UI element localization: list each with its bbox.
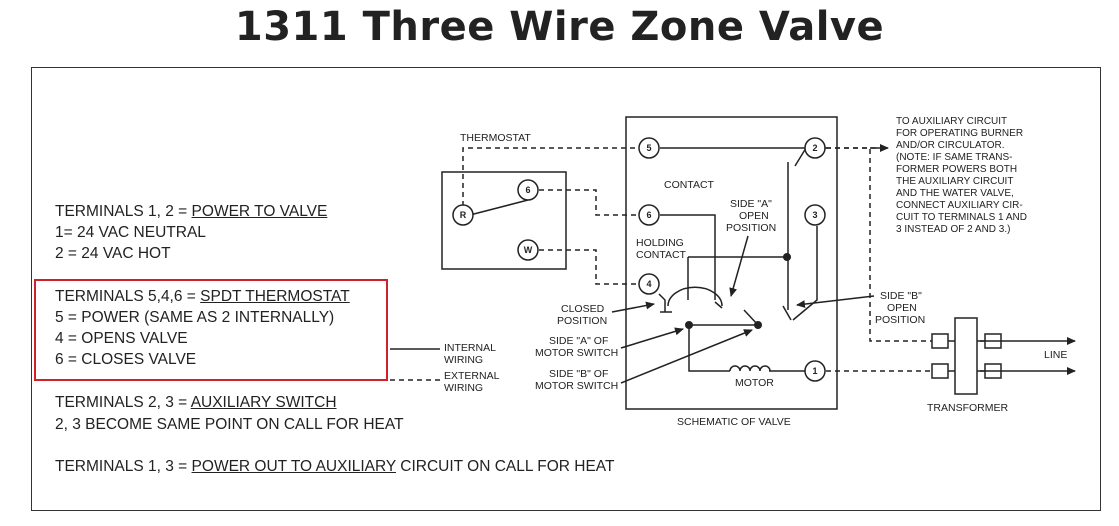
aux-note-line: (NOTE: IF SAME TRANS- [896, 152, 1013, 163]
thermostat-terminal-w: W [517, 239, 539, 261]
highlight-box [34, 279, 388, 381]
valve-internal-wiring [658, 147, 826, 372]
terminal-5: 5 [638, 137, 660, 159]
legend-terminals-1-3: TERMINALS 1, 3 = POWER OUT TO AUXILIARY … [55, 458, 614, 476]
legend-spdt-thermostat: SPDT THERMOSTAT [200, 288, 350, 305]
side-b-open-label: SIDE "B" [880, 290, 922, 302]
aux-note-line: FORMER POWERS BOTH [896, 164, 1017, 175]
schematic-label: SCHEMATIC OF VALVE [677, 416, 791, 428]
motor-coil [729, 365, 771, 372]
transformer [931, 317, 1002, 395]
terminal-6: 6 [638, 204, 660, 226]
external-wiring-label: EXTERNAL [444, 370, 500, 382]
terminal-1: 1 [804, 360, 826, 382]
legend-power-to-valve: POWER TO VALVE [191, 203, 328, 220]
legend-terminals-2-3: TERMINALS 2, 3 = AUXILIARY SWITCH [55, 394, 337, 412]
legend-prefix: TERMINALS 1, 2 = [55, 203, 192, 220]
thermostat-label: THERMOSTAT [460, 132, 531, 144]
legend-line: 1= 24 VAC NEUTRAL [55, 224, 206, 241]
legend-auxiliary-switch: AUXILIARY SWITCH [190, 394, 337, 411]
transformer-label: TRANSFORMER [927, 402, 1009, 414]
junction-dot [783, 253, 791, 261]
legend-suffix: CIRCUIT ON CALL FOR HEAT [395, 458, 615, 475]
terminal-label: 1 [812, 366, 817, 376]
legend-line: 2, 3 BECOME SAME POINT ON CALL FOR HEAT [55, 416, 404, 433]
side-a-open-label: SIDE "A" [730, 198, 772, 210]
aux-note-line: 3 INSTEAD OF 2 AND 3.) [896, 224, 1010, 235]
junction-dot [754, 321, 762, 329]
legend-terminals-1-2: TERMINALS 1, 2 = POWER TO VALVE [55, 203, 327, 221]
terminal-label: 2 [812, 143, 817, 153]
legend-line: 6 = CLOSES VALVE [55, 351, 197, 368]
legend-line: 2 = 24 VAC HOT [55, 245, 171, 262]
thermostat-terminal-r: R [452, 204, 474, 226]
legend-prefix: TERMINALS 2, 3 = [55, 394, 191, 411]
side-a-motor-label: MOTOR SWITCH [535, 347, 618, 359]
diagram-frame [31, 67, 1101, 511]
junction-dot [685, 321, 693, 329]
side-a-motor-label: SIDE "A" OF [549, 335, 608, 347]
thermostat-terminal-6: 6 [517, 179, 539, 201]
aux-note-line: AND THE WATER VALVE, [896, 188, 1014, 199]
terminal-label: 5 [646, 143, 651, 153]
terminal-label: 3 [812, 210, 817, 220]
thermostat-box [441, 171, 567, 270]
contact-label: CONTACT [664, 179, 715, 191]
aux-note-line: CONNECT AUXILIARY CIR- [896, 200, 1023, 211]
valve-schematic-box [625, 116, 838, 410]
internal-wiring-label: INTERNAL [444, 342, 496, 354]
side-b-motor-label: SIDE "B" OF [549, 368, 608, 380]
terminal-2: 2 [804, 137, 826, 159]
side-a-open-label: OPEN [739, 210, 769, 222]
aux-note-line: THE AUXILIARY CIRCUIT [896, 176, 1013, 187]
legend-line: 4 = OPENS VALVE [55, 330, 188, 347]
side-b-open-label: POSITION [875, 314, 925, 326]
side-b-open-label: OPEN [887, 302, 917, 314]
motor-label: MOTOR [735, 377, 774, 389]
terminal-label: 4 [646, 279, 651, 289]
line-label: LINE [1044, 349, 1067, 361]
aux-note: TO AUXILIARY CIRCUIT FOR OPERATING BURNE… [896, 116, 1027, 235]
internal-wiring-label: WIRING [444, 354, 483, 366]
legend-power-out-auxiliary: POWER OUT TO AUXILIARY [191, 458, 396, 475]
closed-position-label: POSITION [557, 315, 607, 327]
terminal-4: 4 [638, 273, 660, 295]
legend-prefix: TERMINALS 5,4,6 = [55, 288, 201, 305]
legend-terminals-5-4-6: TERMINALS 5,4,6 = SPDT THERMOSTAT [55, 288, 350, 306]
holding-contact-label: CONTACT [636, 249, 687, 261]
aux-note-line: FOR OPERATING BURNER [896, 128, 1023, 139]
aux-note-line: CUIT TO TERMINALS 1 AND [896, 212, 1027, 223]
legend-prefix: TERMINALS 1, 3 = [55, 458, 192, 475]
terminal-label: R [460, 210, 467, 220]
terminal-label: W [524, 245, 533, 255]
page-title: 1311 Three Wire Zone Valve [234, 4, 885, 50]
terminal-label: 6 [525, 185, 530, 195]
aux-note-line: TO AUXILIARY CIRCUIT [896, 116, 1007, 127]
terminal-3: 3 [804, 204, 826, 226]
closed-position-label: CLOSED [561, 303, 605, 315]
legend-line: 5 = POWER (SAME AS 2 INTERNALLY) [55, 309, 335, 326]
side-b-motor-label: MOTOR SWITCH [535, 380, 618, 392]
side-a-open-label: POSITION [726, 222, 776, 234]
annotation-arrows [611, 144, 1076, 384]
thermostat-switch [469, 199, 529, 216]
holding-contact-label: HOLDING [636, 237, 684, 249]
external-wiring-label: WIRING [444, 382, 483, 394]
aux-note-line: AND/OR CIRCULATOR. [896, 140, 1005, 151]
terminal-label: 6 [646, 210, 651, 220]
